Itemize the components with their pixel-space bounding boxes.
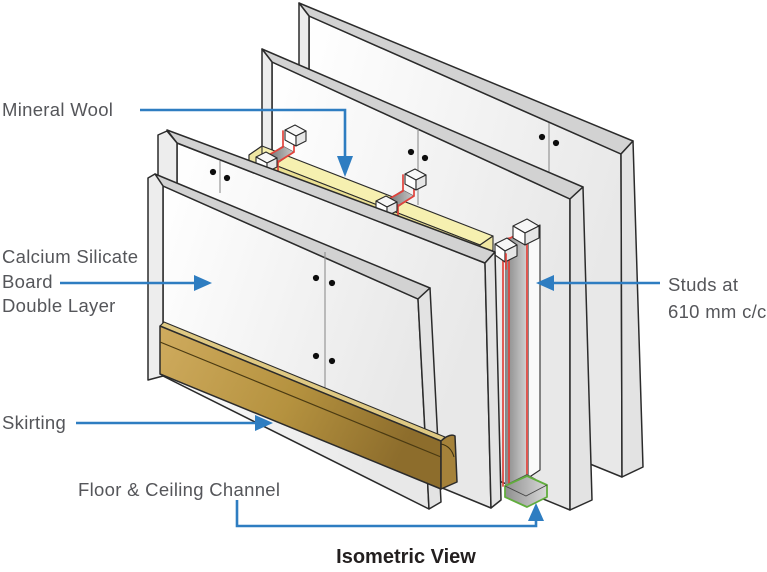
screw-dot xyxy=(421,154,429,162)
arrow-down-icon xyxy=(337,156,353,177)
skirting-end-face xyxy=(440,434,458,490)
label-board-line3: Double Layer xyxy=(2,295,116,316)
caption-isometric-view: Isometric View xyxy=(336,546,476,568)
leader-line xyxy=(235,500,538,528)
board-end-edge xyxy=(484,251,502,509)
screw-dot xyxy=(328,279,336,287)
arrow-left-icon xyxy=(536,275,554,291)
label-mineral-wool: Mineral Wool xyxy=(2,99,113,120)
skirting-board xyxy=(159,321,458,490)
channel-body xyxy=(504,475,548,508)
skirting-end-profile xyxy=(440,443,455,458)
leader-studs xyxy=(536,275,660,291)
stud-front-cap xyxy=(504,244,518,263)
channel-inner-edge xyxy=(504,484,548,497)
arrow-right-icon xyxy=(194,275,212,291)
board-end-edge xyxy=(620,140,644,478)
floor-channel xyxy=(504,474,548,508)
stud-top-cap xyxy=(524,225,540,246)
end-stud-vertical xyxy=(494,218,541,489)
screw-dot xyxy=(312,352,320,360)
screw-dot xyxy=(407,148,415,156)
stud-flange-strip xyxy=(527,224,541,479)
screw-dot xyxy=(209,168,217,176)
label-board-line1: Calcium Silicate xyxy=(2,246,138,267)
label-skirting: Skirting xyxy=(2,412,66,433)
arrow-up-icon xyxy=(528,503,544,521)
leader-board xyxy=(60,275,212,291)
leader-line xyxy=(140,108,347,158)
screw-dot xyxy=(552,139,560,147)
board-end-edge xyxy=(569,186,593,511)
screw-dot xyxy=(538,133,546,141)
screw-dot xyxy=(328,357,336,365)
arrow-right-icon xyxy=(255,415,273,431)
label-floor-channel: Floor & Ceiling Channel xyxy=(78,479,280,500)
stud-web xyxy=(505,231,528,489)
stud-flange-cap xyxy=(415,174,427,191)
screw-dot xyxy=(223,174,231,182)
leader-skirting xyxy=(76,415,273,431)
label-studs-line1: Studs at xyxy=(668,274,738,295)
stud-red-edge xyxy=(386,174,404,201)
skirting-molding-line xyxy=(159,341,442,458)
label-studs-line2: 610 mm c/c xyxy=(668,301,767,322)
screw-dot xyxy=(312,274,320,282)
label-board-line2: Board xyxy=(2,271,53,292)
leader-floor-channel xyxy=(235,500,544,528)
leader-mineral-wool xyxy=(140,108,353,177)
